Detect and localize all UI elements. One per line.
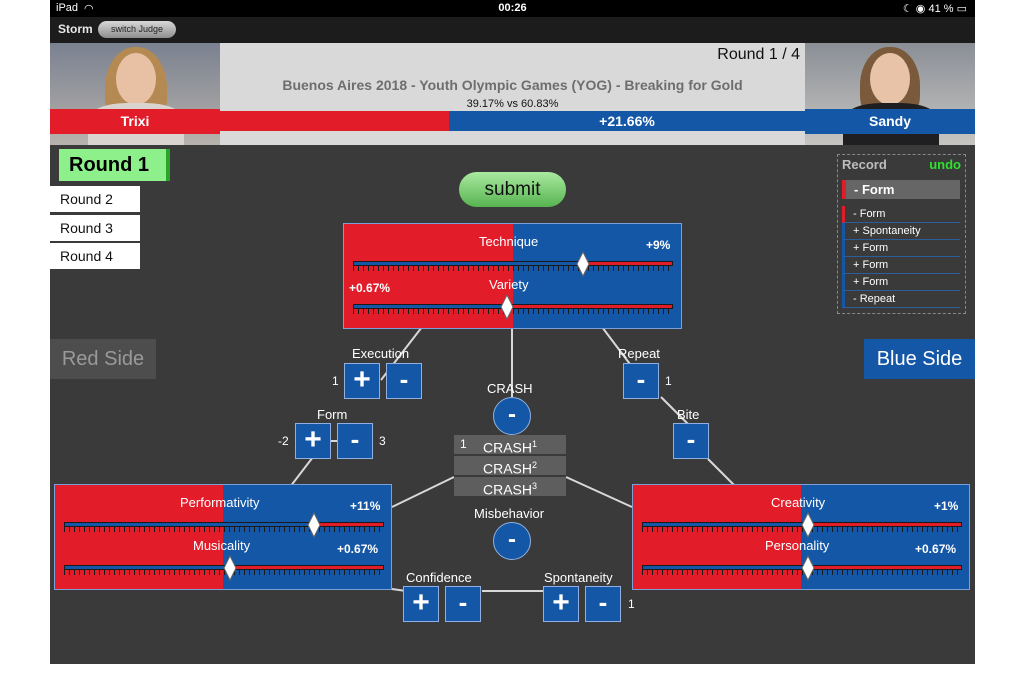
technique-label: Technique <box>479 234 539 249</box>
undo-button[interactable]: undo <box>929 157 961 172</box>
switch-judge-button[interactable]: switch Judge <box>98 21 176 38</box>
spontaneity-label: Spontaneity <box>544 570 613 585</box>
crash-row-2[interactable]: CRASH2 <box>454 456 566 477</box>
execution-label: Execution <box>352 346 410 361</box>
creativity-label: Creativity <box>771 495 826 510</box>
spontaneity-count: 1 <box>628 597 635 611</box>
clock: 00:26 <box>498 2 527 14</box>
red-dancer-name: Trixi <box>50 109 220 134</box>
record-panel: Record undo - Form - Form + Spontaneity … <box>837 154 966 314</box>
confidence-minus-button[interactable]: - <box>445 586 481 622</box>
tab-round-3[interactable]: Round 3 <box>50 215 140 241</box>
tab-round-2[interactable]: Round 2 <box>50 186 140 212</box>
blue-side-label[interactable]: Blue Side <box>864 339 975 379</box>
battery-percent: 41 % <box>928 3 954 15</box>
personality-percent: +0.67% <box>915 542 957 556</box>
technique-slider-thumb[interactable] <box>576 251 590 277</box>
battle-header: Trixi Sandy Round 1 / 4 Buenos Aires 201… <box>50 43 975 145</box>
connector-lines <box>289 326 737 592</box>
misbehavior-minus-button[interactable]: - <box>493 522 531 560</box>
record-item[interactable]: + Form <box>842 274 960 291</box>
bite-label: Bite <box>677 407 700 422</box>
event-title: Buenos Aires 2018 - Youth Olympic Games … <box>282 77 743 93</box>
blue-dancer-name: Sandy <box>805 109 975 134</box>
form-label: Form <box>317 407 348 422</box>
execution-count: 1 <box>332 374 339 388</box>
app-screen: Storm switch Judge Trixi Sandy Round 1 /… <box>50 17 975 664</box>
blue-score-bar <box>449 111 805 131</box>
creativity-percent: +1% <box>934 499 959 513</box>
record-item[interactable]: - Form <box>842 206 960 223</box>
spontaneity-plus-button[interactable]: + <box>543 586 579 622</box>
top-bar: Storm switch Judge <box>50 17 975 43</box>
left-criteria-panel: Performativity +11% Musicality +0.67% <box>54 484 392 590</box>
record-item[interactable]: + Form <box>842 240 960 257</box>
variety-slider[interactable] <box>353 294 673 320</box>
personality-label: Personality <box>765 538 830 553</box>
musicality-label: Musicality <box>193 538 251 553</box>
form-left-count: -2 <box>278 434 289 448</box>
record-item[interactable]: - Repeat <box>842 291 960 308</box>
technique-percent: +9% <box>646 238 671 252</box>
wifi-icon: ◠ <box>84 3 94 15</box>
crash-row-3-label: CRASH <box>482 481 532 498</box>
crash-label: CRASH <box>487 381 533 396</box>
crash-count: 1 <box>460 437 467 451</box>
execution-minus-button[interactable]: - <box>386 363 422 399</box>
musicality-slider-thumb[interactable] <box>223 555 237 581</box>
score-percentages: 39.17% vs 60.83% <box>466 98 559 110</box>
form-minus-button[interactable]: - <box>337 423 373 459</box>
confidence-label: Confidence <box>406 570 472 585</box>
crash-row-2-index: 2 <box>532 460 538 470</box>
personality-slider[interactable] <box>642 555 962 581</box>
device-label: iPad <box>56 2 79 14</box>
record-title: Record <box>842 157 887 172</box>
right-criteria-panel: Creativity +1% Personality +0.67% <box>632 484 970 590</box>
repeat-count: 1 <box>665 374 672 388</box>
record-item[interactable]: + Form <box>842 257 960 274</box>
submit-button[interactable]: submit <box>459 172 566 207</box>
performativity-slider-thumb[interactable] <box>307 512 321 538</box>
record-item[interactable]: + Spontaneity <box>842 223 960 240</box>
record-current: - Form <box>842 180 960 199</box>
round-counter: Round 1 / 4 <box>717 46 800 63</box>
creativity-slider[interactable] <box>642 512 962 538</box>
creativity-slider-thumb[interactable] <box>801 512 815 538</box>
technique-slider[interactable] <box>353 251 673 277</box>
personality-slider-thumb[interactable] <box>801 555 815 581</box>
bite-minus-button[interactable]: - <box>673 423 709 459</box>
variety-percent: +0.67% <box>349 281 391 295</box>
confidence-plus-button[interactable]: + <box>403 586 439 622</box>
performativity-percent: +11% <box>350 499 381 513</box>
crash-minus-button[interactable]: - <box>493 397 531 435</box>
variety-slider-thumb[interactable] <box>500 294 514 320</box>
status-bar: iPad ◠ 00:26 ☾ ◉ 41 % ▭ <box>50 0 975 17</box>
red-side-label[interactable]: Red Side <box>50 339 156 379</box>
tab-round-1[interactable]: Round 1 <box>59 149 170 181</box>
misbehavior-label: Misbehavior <box>474 506 545 521</box>
variety-label: Variety <box>489 277 529 292</box>
score-difference: +21.66% <box>599 113 655 129</box>
battery-status: ☾ ◉ 41 % ▭ <box>902 3 967 15</box>
execution-plus-button[interactable]: + <box>344 363 380 399</box>
tab-round-4[interactable]: Round 4 <box>50 243 140 269</box>
crash-row-2-label: CRASH <box>482 460 532 477</box>
form-plus-button[interactable]: + <box>295 423 331 459</box>
app-name: Storm <box>58 22 93 36</box>
repeat-minus-button[interactable]: - <box>623 363 659 399</box>
musicality-slider[interactable] <box>64 555 384 581</box>
form-right-count: 3 <box>379 434 386 448</box>
musicality-percent: +0.67% <box>337 542 379 556</box>
performativity-label: Performativity <box>180 495 260 510</box>
crash-row-1-index: 1 <box>532 439 538 449</box>
spontaneity-minus-button[interactable]: - <box>585 586 621 622</box>
red-score-bar <box>220 111 449 131</box>
crash-row-1[interactable]: 1 CRASH1 <box>454 435 566 456</box>
crash-row-3[interactable]: CRASH3 <box>454 477 566 498</box>
repeat-label: Repeat <box>618 346 660 361</box>
performativity-slider[interactable] <box>64 512 384 538</box>
crash-row-3-index: 3 <box>532 481 538 491</box>
crash-row-1-label: CRASH <box>482 439 532 456</box>
top-criteria-panel: Technique +9% +0.67% Variety <box>343 223 682 329</box>
